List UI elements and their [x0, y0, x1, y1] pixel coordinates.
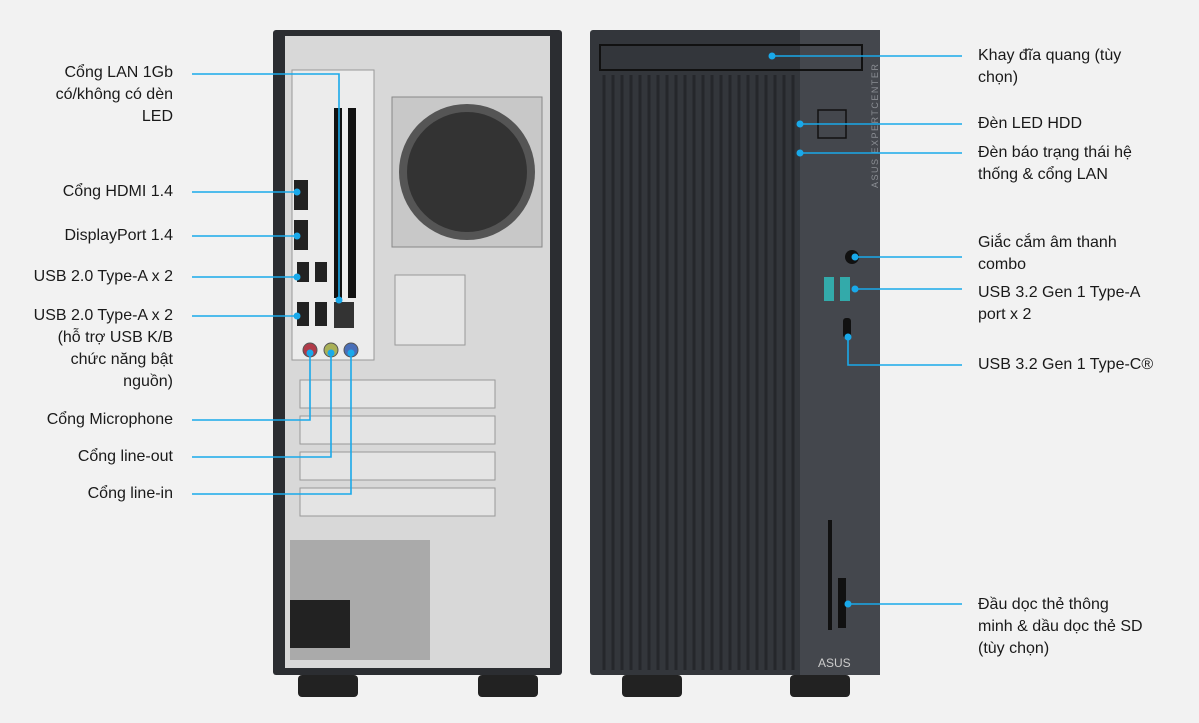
- asus-logo: ASUS: [818, 656, 851, 670]
- rear-label-mic: Cổng Microphone: [47, 409, 173, 431]
- label-line: (tùy chọn): [978, 640, 1050, 657]
- rear-label-lineout: Cổng line-out: [78, 446, 173, 468]
- label-line: minh & dầu dọc thẻ SD: [978, 618, 1143, 635]
- label-line: Cổng HDMI 1.4: [62, 183, 173, 200]
- label-line: DisplayPort 1.4: [64, 227, 174, 244]
- label-line: USB 3.2 Gen 1 Type-A: [978, 284, 1141, 301]
- label-line: Khay đĩa quang (tùy: [978, 47, 1122, 64]
- front-label-audio: Giắc cắm âm thanh combo: [978, 232, 1178, 276]
- rear-label-dp: DisplayPort 1.4: [65, 225, 174, 247]
- label-line: port x 2: [978, 306, 1032, 323]
- label-line: chọn): [978, 69, 1019, 86]
- front-label-hddled: Đèn LED HDD: [978, 113, 1178, 135]
- front-label-odd: Khay đĩa quang (tùy chọn): [978, 45, 1178, 89]
- side-brand-text: ASUS EXPERTCENTER: [870, 63, 880, 188]
- rear-label-usb2b: USB 2.0 Type-A x 2 (hỗ trợ USB K/B chức nă…: [34, 305, 173, 393]
- front-label-usbc: USB 3.2 Gen 1 Type-C®: [978, 354, 1178, 376]
- label-line: USB 3.2 Gen 1 Type-C®: [978, 356, 1154, 373]
- label-line: có/không có dèn: [55, 86, 173, 103]
- label-line: USB 2.0 Type-A x 2: [33, 307, 173, 324]
- label-line: Đầu dọc thẻ thông: [978, 596, 1109, 613]
- rear-tower: [273, 30, 562, 697]
- label-line: Cổng line-in: [87, 485, 173, 502]
- label-line: Đèn báo trạng thái hệ: [978, 144, 1132, 161]
- front-label-usb3a: USB 3.2 Gen 1 Type-A port x 2: [978, 282, 1178, 326]
- rear-label-hdmi: Cổng HDMI 1.4: [63, 181, 173, 203]
- label-line: USB 2.0 Type-A x 2: [33, 268, 173, 285]
- label-line: LED: [141, 108, 173, 125]
- label-line: chức năng bật: [70, 351, 173, 368]
- label-line: Đèn LED HDD: [978, 115, 1083, 132]
- callout-lines: [192, 55, 962, 605]
- label-line: Cổng LAN 1Gb: [64, 64, 173, 81]
- label-line: Cổng line-out: [77, 448, 173, 465]
- front-label-status: Đèn báo trạng thái hệ thống & cổng LAN: [978, 142, 1178, 186]
- label-line: (hỗ trợ USB K/B: [57, 329, 173, 346]
- label-line: thống & cổng LAN: [978, 166, 1108, 183]
- label-line: Cổng Microphone: [46, 411, 173, 428]
- label-line: Giắc cắm âm thanh: [978, 234, 1117, 251]
- rear-label-linein: Cổng line-in: [88, 483, 173, 505]
- rear-label-usb2a: USB 2.0 Type-A x 2: [34, 266, 173, 288]
- label-line: combo: [978, 256, 1027, 273]
- front-label-card: Đầu dọc thẻ thông minh & dầu dọc thẻ SD (t…: [978, 594, 1178, 660]
- label-line: nguồn): [123, 373, 173, 390]
- front-tower: ASUS ASUS EXPERTCENTER: [590, 30, 880, 697]
